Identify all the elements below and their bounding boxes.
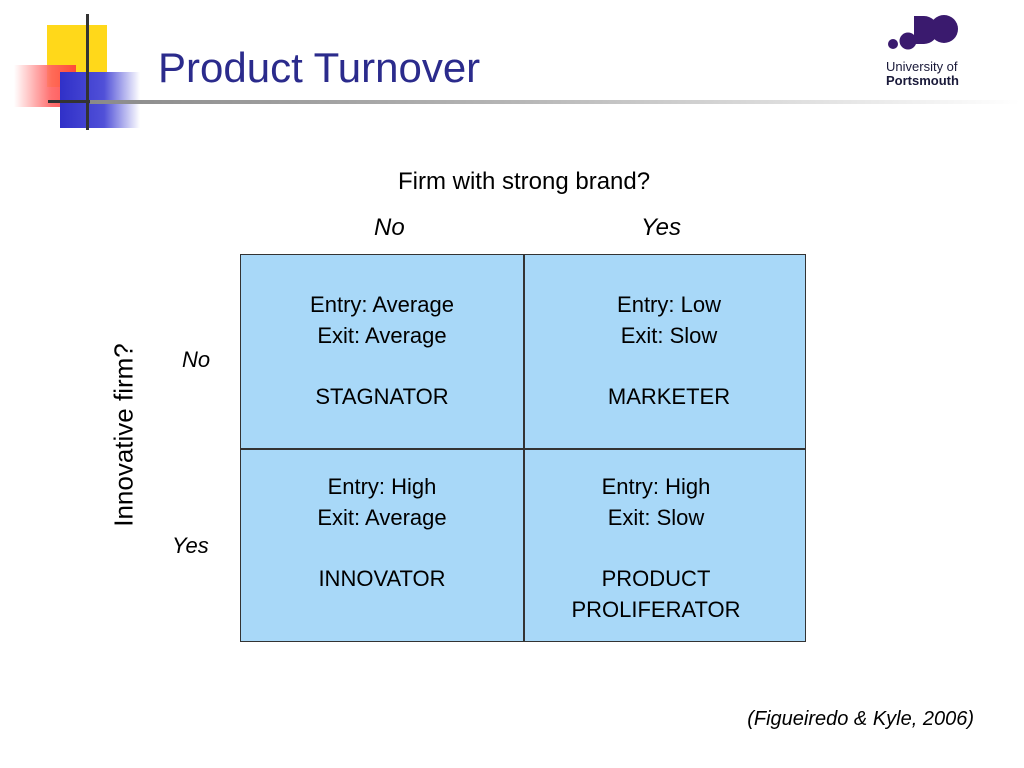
cell-exit: Exit: Average <box>317 323 447 348</box>
matrix-horizontal-divider <box>241 448 805 450</box>
cell-innovator: Entry: High Exit: Average INNOVATOR <box>241 471 523 594</box>
logo-dot-small <box>888 39 898 49</box>
cell-stagnator: Entry: Average Exit: Average STAGNATOR <box>241 289 523 412</box>
matrix-grid: Entry: Average Exit: Average STAGNATOR E… <box>240 254 806 642</box>
top-axis-question: Firm with strong brand? <box>398 168 651 195</box>
deco-horizontal-line <box>48 100 108 103</box>
deco-vertical-line <box>86 14 89 130</box>
slide-title: Product Turnover <box>158 44 481 91</box>
university-logo <box>888 15 958 50</box>
cell-type-name-line2: PROLIFERATOR <box>571 597 741 622</box>
logo-text-university: University of <box>886 59 958 74</box>
cell-type-name: PRODUCT <box>601 566 711 591</box>
cell-type-name: STAGNATOR <box>315 384 449 409</box>
cell-type-name: INNOVATOR <box>318 566 446 591</box>
cell-exit: Exit: Average <box>317 505 447 530</box>
column-label-no: No <box>374 214 405 241</box>
cell-exit: Exit: Slow <box>607 505 705 530</box>
corner-decoration <box>0 0 160 140</box>
side-axis-question: Innovative firm? <box>108 343 139 527</box>
cell-entry: Entry: High <box>327 474 437 499</box>
cell-entry: Entry: High <box>601 474 711 499</box>
logo-dot-large <box>930 15 958 43</box>
cell-exit: Exit: Slow <box>620 323 718 348</box>
cell-type-name: MARKETER <box>607 384 731 409</box>
cell-entry: Entry: Average <box>310 292 454 317</box>
column-label-yes: Yes <box>641 214 682 241</box>
title-underline <box>90 100 1020 104</box>
cell-product-proliferator: Entry: High Exit: Slow PRODUCT PROLIFERA… <box>511 471 801 625</box>
cell-marketer: Entry: Low Exit: Slow MARKETER <box>529 289 809 412</box>
row-label-yes: Yes <box>172 533 209 558</box>
logo-text-portsmouth: Portsmouth <box>886 73 959 88</box>
row-label-no: No <box>182 347 211 372</box>
logo-dot-medium <box>899 32 917 50</box>
source-citation: (Figueiredo & Kyle, 2006) <box>747 708 974 730</box>
cell-entry: Entry: Low <box>617 292 721 317</box>
